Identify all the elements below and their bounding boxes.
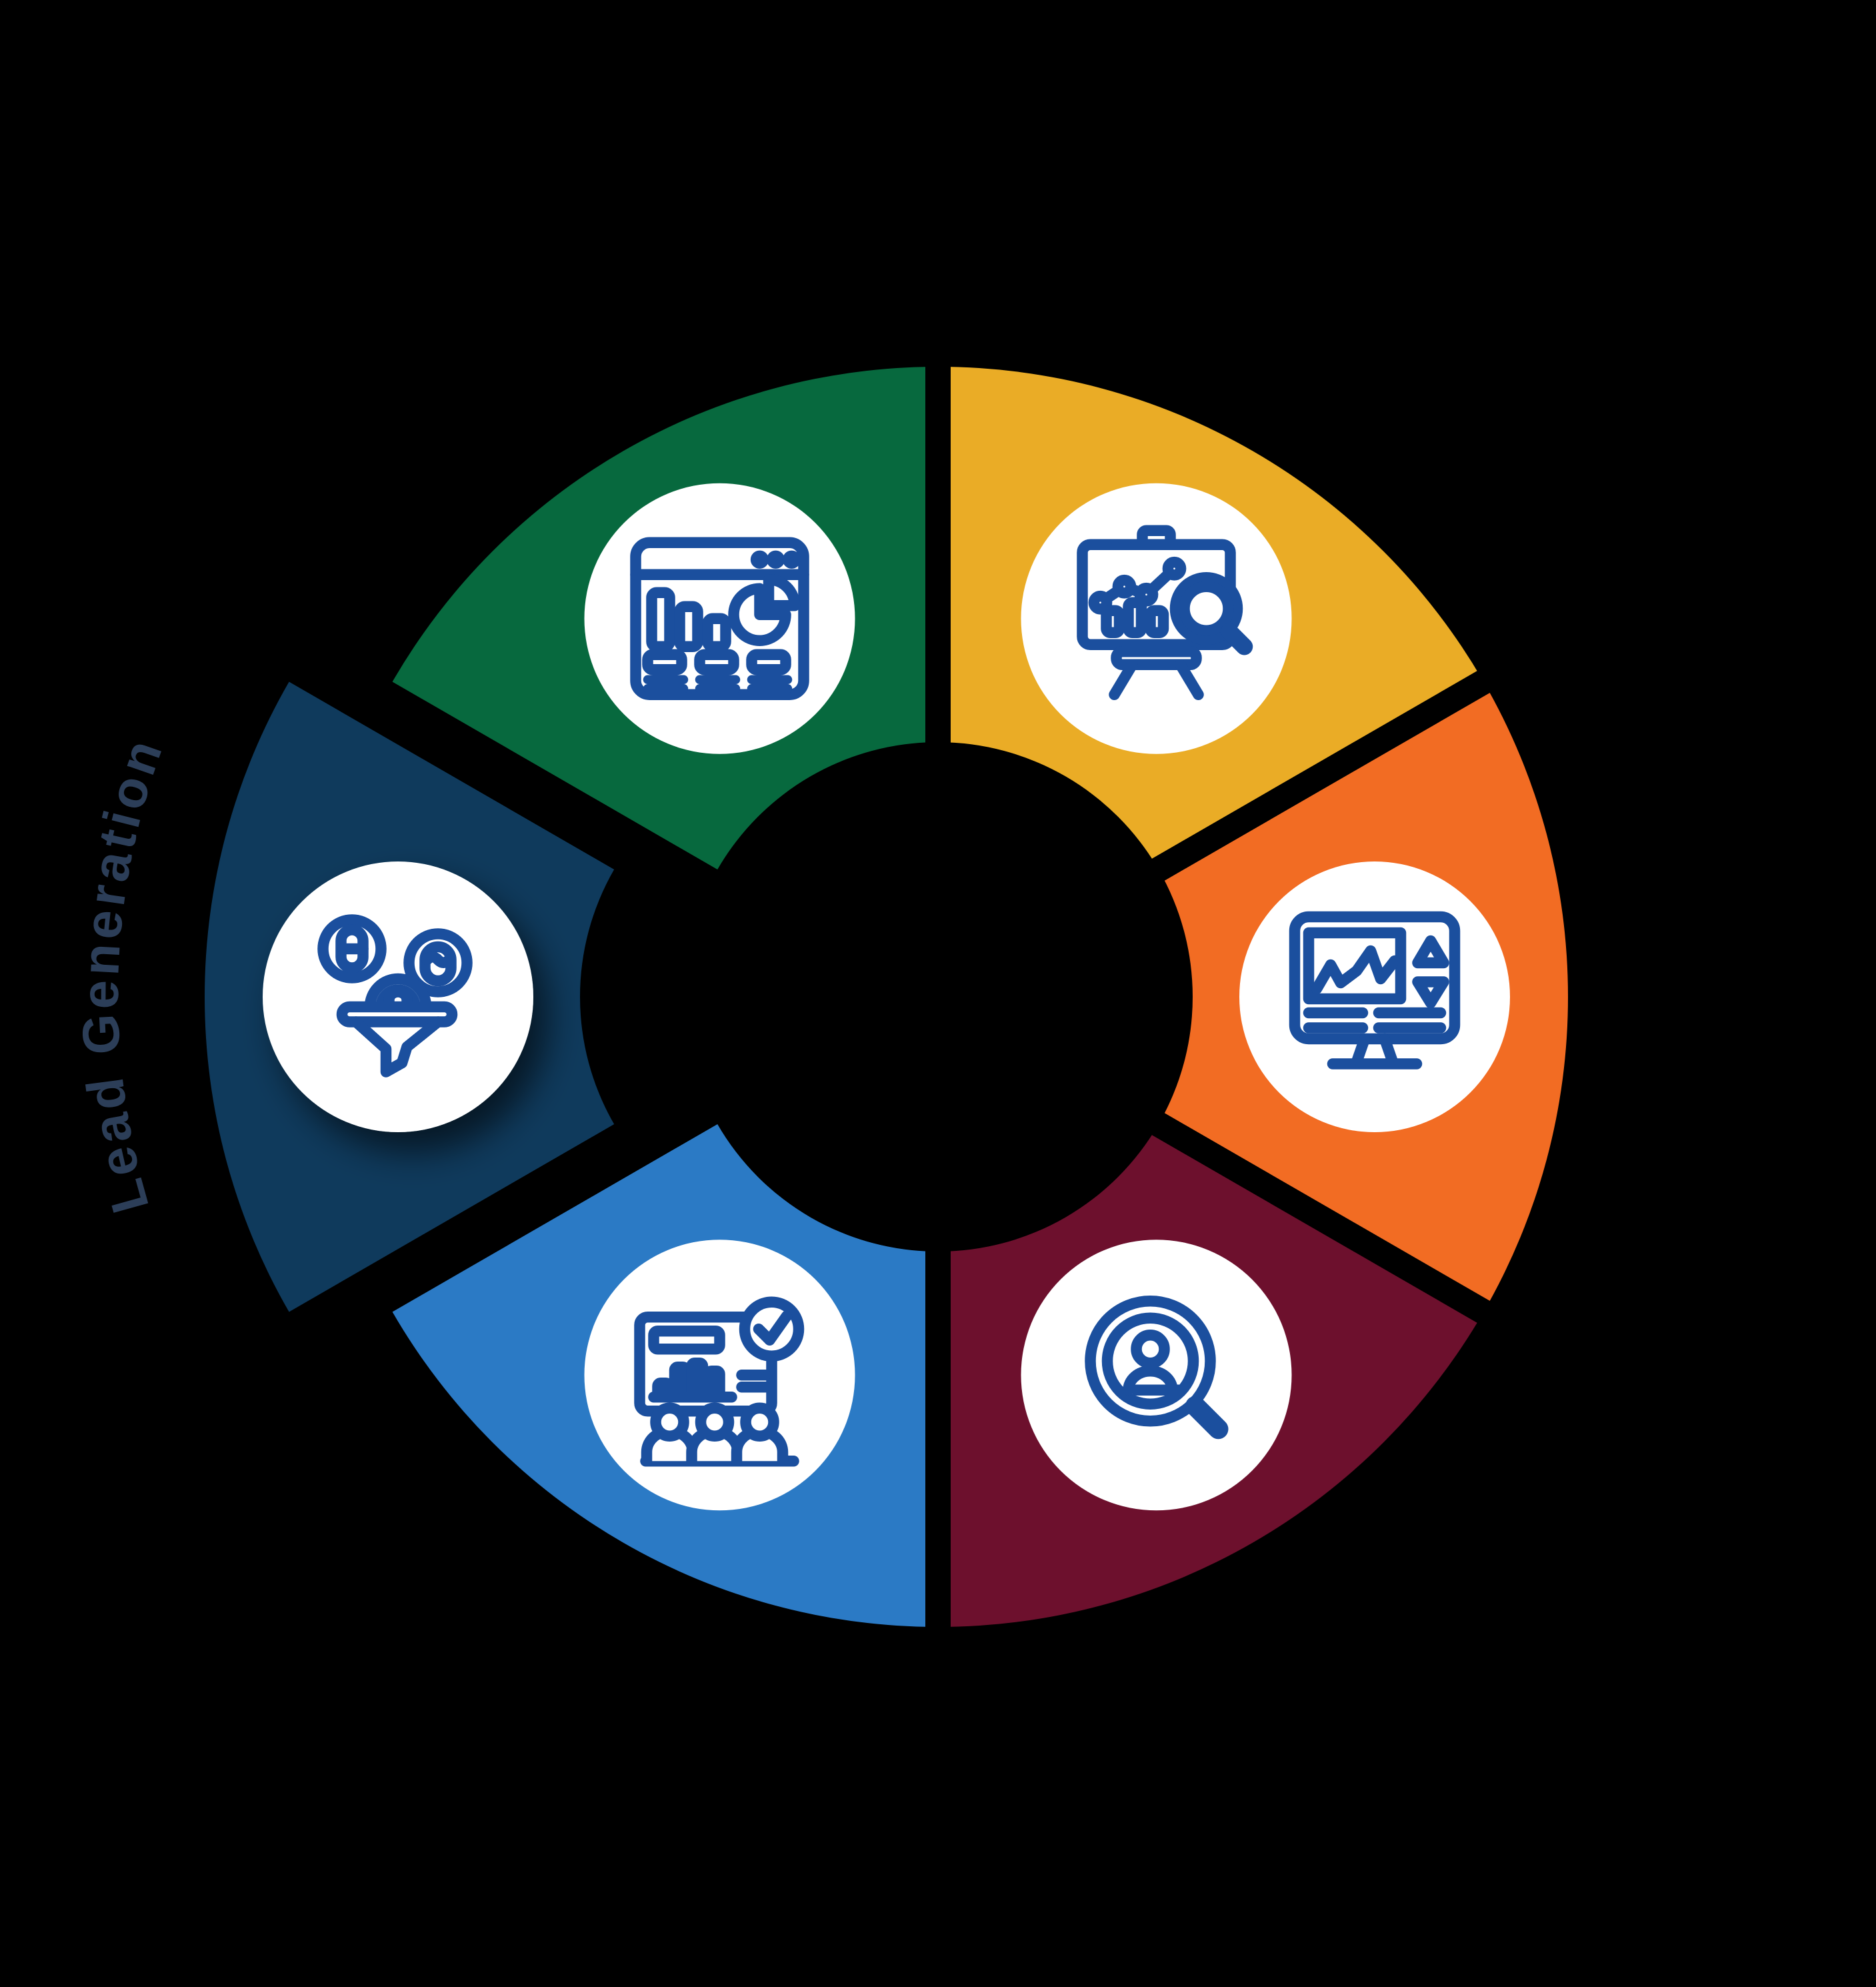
wheel [205,357,1569,1637]
segment-gap [1143,1108,1499,1328]
segment-gap [1143,665,1499,885]
performance-analysis-icon-circle [1021,483,1292,754]
lead-generation-label: Lead Generation [71,729,175,1219]
